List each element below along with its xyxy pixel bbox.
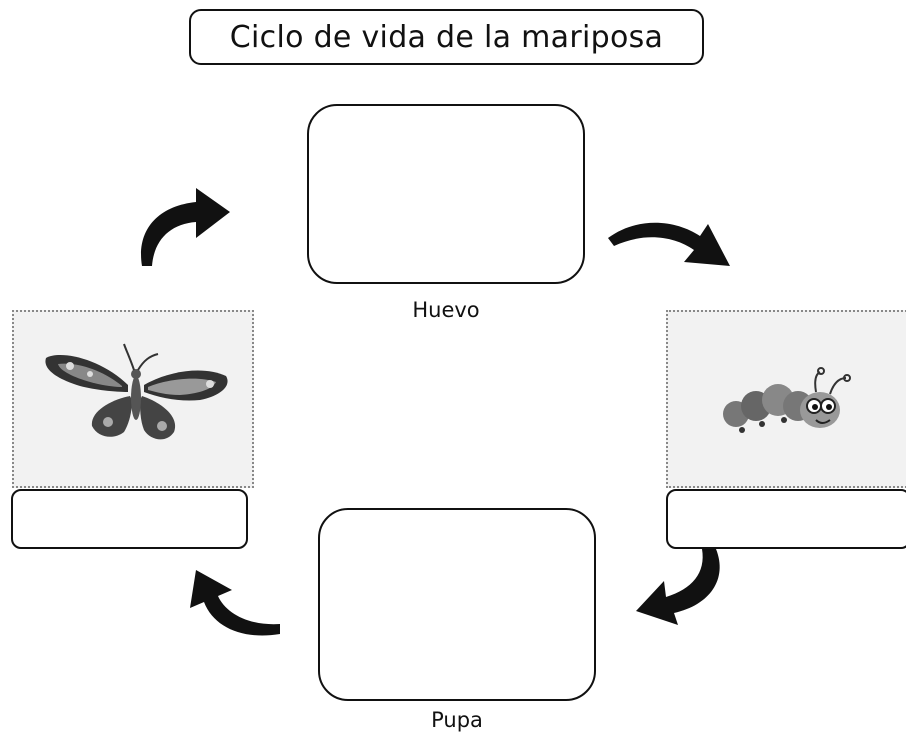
diagram-title: Ciclo de vida de la mariposa — [189, 9, 704, 65]
pupa-stage-box[interactable] — [318, 508, 596, 701]
egg-stage-label: Huevo — [412, 298, 480, 322]
arrow-to-pupa — [636, 549, 720, 625]
butterfly-label-box[interactable] — [11, 489, 248, 549]
caterpillar-label-box[interactable] — [666, 489, 906, 549]
arrow-to-butterfly — [190, 570, 280, 636]
butterfly-image — [45, 343, 228, 440]
arrow-to-caterpillar — [608, 222, 730, 266]
arrow-to-egg — [141, 188, 230, 266]
pupa-stage-label: Pupa — [431, 708, 483, 732]
caterpillar-image — [723, 367, 851, 433]
egg-stage-box[interactable] — [307, 104, 585, 284]
